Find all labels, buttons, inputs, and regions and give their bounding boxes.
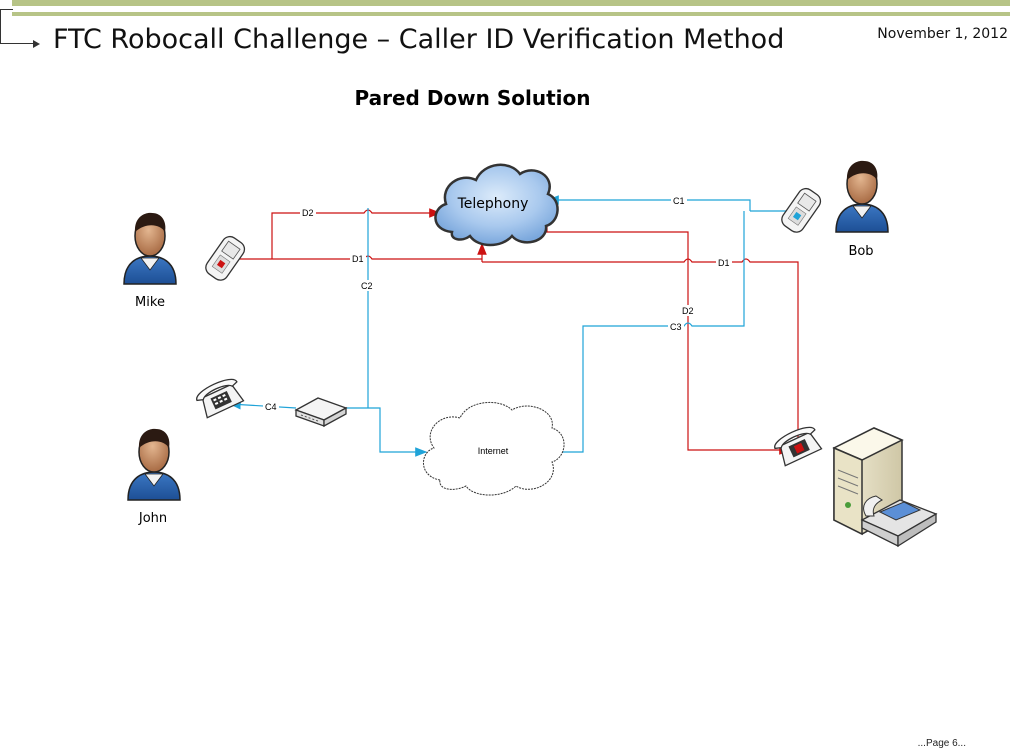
diagram-title: Pared Down Solution (354, 86, 591, 110)
label-c4: C4 (265, 402, 277, 412)
connection-labels: D2 D1 C2 C1 D1 D2 C3 C4 (263, 195, 732, 412)
label-d2-mid: D2 (682, 306, 694, 316)
internet-label: Internet (478, 446, 509, 456)
header-rule-top (12, 0, 1010, 6)
header-arrowhead-icon (33, 40, 40, 48)
mike-cellphone-icon (205, 235, 246, 281)
ip-phone-icon (860, 495, 938, 548)
person-john: John (127, 428, 181, 526)
bob-cellphone-icon (781, 187, 822, 233)
telephony-cloud-shape (434, 163, 559, 247)
server-deskphone-icon (774, 426, 823, 467)
mike-hair-icon (134, 212, 166, 232)
john-label: John (138, 511, 167, 526)
header-arrow-line (0, 43, 34, 44)
c3-path (560, 211, 745, 453)
internet-cloud: Internet (423, 401, 565, 496)
router-internet-path (368, 407, 428, 457)
john-hair-icon (138, 428, 170, 448)
label-c1: C1 (673, 196, 685, 206)
page-number: ...Page 6... (917, 738, 966, 749)
header-rule-bottom (12, 12, 1010, 16)
john-deskphone-icon (196, 378, 245, 419)
person-mike: Mike (123, 212, 177, 310)
c1-path (546, 195, 751, 211)
label-d1-left: D1 (352, 254, 364, 264)
label-d2-top: D2 (302, 208, 314, 218)
telephony-cloud: Telephony (434, 163, 559, 247)
bob-hair-icon (846, 160, 878, 180)
label-c3: C3 (670, 322, 682, 332)
d2-path-mike-telephony (271, 208, 442, 259)
label-c2: C2 (361, 281, 373, 291)
page-title: FTC Robocall Challenge – Caller ID Verif… (53, 24, 785, 55)
internet-cloud-shape (423, 401, 565, 496)
router-icon (294, 397, 348, 428)
d1-path-right (482, 258, 799, 440)
label-d1-right: D1 (718, 258, 730, 268)
person-bob: Bob (835, 160, 889, 259)
mike-label: Mike (135, 295, 165, 310)
bob-label: Bob (848, 244, 873, 259)
telephony-label: Telephony (457, 196, 529, 212)
header-bracket (0, 9, 13, 44)
document-date: November 1, 2012 (877, 26, 1008, 42)
